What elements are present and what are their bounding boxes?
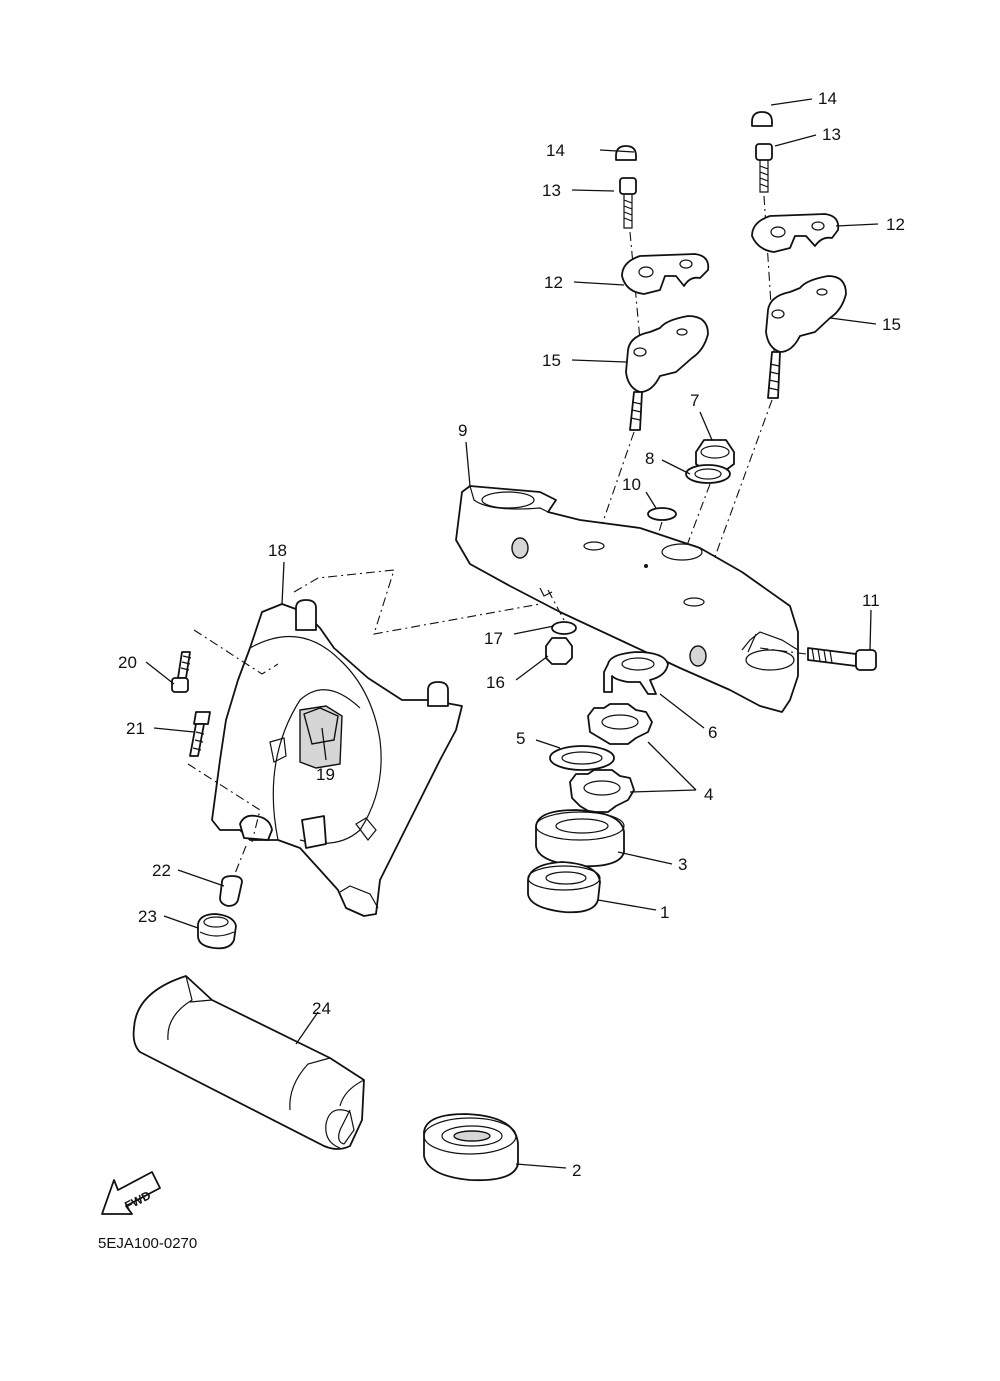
part-2-bearing (423, 1113, 519, 1182)
callout-16: 16 (486, 673, 505, 692)
part-16-nut (545, 637, 573, 665)
callout-23: 23 (138, 907, 157, 926)
callout-19: 19 (316, 765, 335, 784)
fwd-arrow-icon: FWD (101, 1171, 161, 1215)
part-12-holder-upper-right (751, 213, 840, 253)
callout-22: 22 (152, 861, 171, 880)
callout-12-left: 12 (544, 273, 563, 292)
callout-18: 18 (268, 541, 287, 560)
callout-8: 8 (645, 449, 654, 468)
part-24-cover (132, 975, 365, 1150)
part-15-holder-lower-left (625, 315, 709, 431)
part-6-lock-washer (603, 651, 669, 695)
callouts: 1 2 3 4 5 6 7 8 9 10 11 12 12 13 13 14 1… (118, 89, 905, 1180)
part-20-bolt (171, 651, 192, 693)
callout-4: 4 (704, 785, 713, 804)
callout-13-right: 13 (822, 125, 841, 144)
drawing-code: 5EJA100-0270 (98, 1235, 197, 1252)
part-8-washer (685, 464, 731, 484)
part-5-washer (549, 745, 615, 771)
part-18-headlight-stay (211, 599, 463, 917)
part-13-bolt-left (619, 177, 637, 229)
part-4-ring-nut-lower (569, 769, 635, 813)
callout-24: 24 (312, 999, 331, 1018)
callout-14-right: 14 (818, 89, 837, 108)
callout-10: 10 (622, 475, 641, 494)
callout-11: 11 (862, 591, 880, 610)
callout-6: 6 (708, 723, 717, 742)
part-4-ring-nut-upper (587, 703, 653, 745)
callout-13-left: 13 (542, 181, 561, 200)
callout-7: 7 (690, 391, 699, 410)
callout-1: 1 (660, 903, 669, 922)
part-22-collar (219, 875, 243, 907)
callout-15-left: 15 (542, 351, 561, 370)
leader-lines (145, 98, 879, 1169)
part-15-holder-lower-right (765, 275, 847, 399)
callout-20: 20 (118, 653, 137, 672)
part-13-bolt-right (755, 143, 773, 193)
part-17-washer (551, 621, 577, 635)
part-14-cap-right (751, 111, 773, 127)
callout-9: 9 (458, 421, 467, 440)
callout-3: 3 (678, 855, 687, 874)
part-11-pinch-bolt (807, 647, 877, 671)
callout-12-right: 12 (886, 215, 905, 234)
callout-15-right: 15 (882, 315, 901, 334)
part-3-dust-seal (535, 809, 625, 868)
part-12-holder-upper-left (621, 253, 710, 295)
part-21-bolt (189, 711, 211, 757)
callout-17: 17 (484, 629, 503, 648)
part-10-plug (647, 507, 677, 521)
part-9-upper-bracket (455, 485, 799, 713)
callout-5: 5 (516, 729, 525, 748)
part-1-bearing (527, 861, 601, 914)
part-14-cap-left (615, 145, 637, 161)
part-23-grommet (197, 913, 237, 950)
callout-14-left: 14 (546, 141, 565, 160)
part-19-damper (303, 707, 339, 745)
callout-2: 2 (572, 1161, 581, 1180)
callout-21: 21 (126, 719, 145, 738)
